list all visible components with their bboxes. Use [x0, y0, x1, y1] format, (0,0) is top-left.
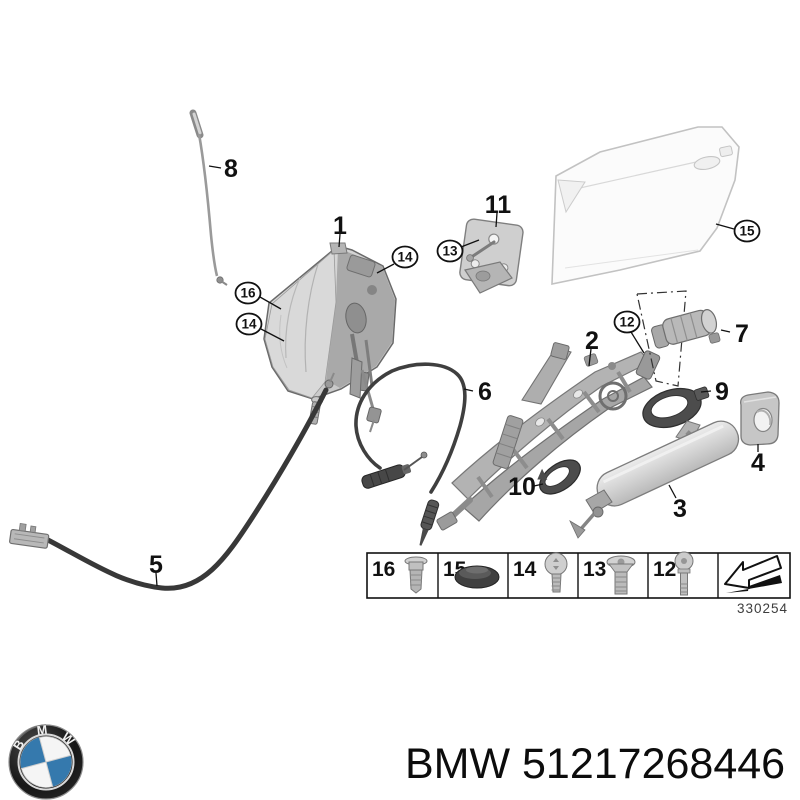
part-15-door-panel-illustration	[551, 126, 740, 285]
label-8: 8	[224, 155, 238, 183]
legend-cell-12: 12	[653, 551, 694, 596]
part-11-door-check-illustration	[459, 218, 524, 294]
legend-cell-16: 16	[372, 556, 428, 594]
legend-cell-arrow	[724, 555, 782, 593]
label-2: 2	[585, 327, 599, 355]
part-6-bowden-cable-illustration	[354, 362, 467, 546]
part-5-lock-cable-illustration	[9, 372, 335, 591]
expansion-rivet-icon	[404, 556, 428, 594]
part-9-handle-gasket-illustration	[642, 386, 710, 429]
part-4-cylinder-cap-illustration	[740, 391, 780, 446]
legend-label-14: 14	[513, 558, 537, 581]
part-2-handle-carrier-illustration	[436, 342, 661, 531]
part-10-handle-base-gasket-illustration	[537, 459, 581, 495]
logo-letter-m: M	[36, 723, 48, 738]
pan-head-screw-icon	[544, 552, 568, 593]
legend-label-12: 12	[653, 558, 676, 581]
legend-cell-13: 13	[583, 555, 636, 595]
footer-brand-text: BMW	[405, 740, 511, 788]
part-3-outer-door-handle-illustration	[569, 420, 740, 539]
legend-cell-14: 14	[513, 552, 568, 593]
footer-part-number: BMW 51217268446	[405, 740, 785, 788]
legend-cell-15: 15	[443, 558, 500, 589]
fastener-legend-table: 16 15 14	[366, 551, 791, 599]
label-5: 5	[149, 551, 163, 579]
callout-16: 16	[240, 286, 256, 301]
callout-labels: 1 2 3 4 5 6 7 8 9 10 11	[149, 155, 765, 587]
callout-14-left: 14	[241, 317, 257, 332]
callout-14-upper: 14	[397, 250, 413, 265]
callout-13: 13	[442, 244, 458, 259]
footer-part-number-text: 51217268446	[522, 740, 785, 788]
label-7: 7	[735, 320, 749, 348]
part-1-door-lock-actuator-illustration	[263, 242, 397, 433]
label-9: 9	[715, 378, 729, 406]
countersunk-screw-icon	[606, 555, 636, 595]
label-4: 4	[751, 449, 765, 477]
legend-label-16: 16	[372, 558, 395, 581]
direction-arrow-icon	[724, 555, 782, 593]
drawing-number: 330254	[737, 601, 788, 616]
label-6: 6	[478, 378, 492, 406]
label-10: 10	[508, 473, 536, 501]
bmw-roundel-icon: B M W	[8, 723, 84, 800]
circled-callouts: 12 13 14 14 15 16	[234, 219, 761, 354]
part-7-lock-cylinder-illustration	[651, 309, 721, 349]
part-8-lock-rod-illustration	[189, 109, 228, 286]
label-1: 1	[333, 212, 347, 240]
label-11: 11	[485, 191, 512, 219]
label-3: 3	[673, 495, 687, 523]
reference-dashdot-box	[636, 290, 687, 387]
torx-bolt-icon	[674, 551, 694, 596]
blind-plug-icon	[454, 565, 500, 589]
legend-label-13: 13	[583, 558, 606, 581]
callout-12: 12	[619, 315, 634, 330]
callout-15: 15	[739, 224, 755, 239]
